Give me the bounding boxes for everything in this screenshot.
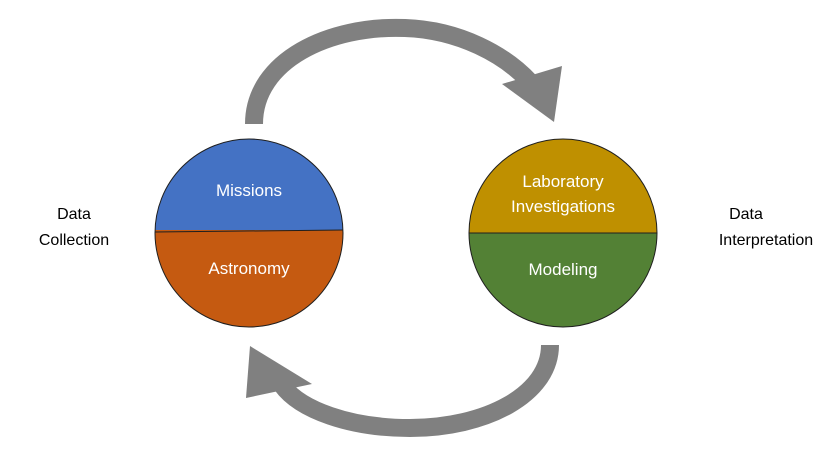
modeling-label: Modeling bbox=[529, 260, 598, 279]
data-interpretation-line1: Data bbox=[729, 206, 763, 223]
investigations-label: Investigations bbox=[511, 197, 615, 216]
bottom-arrow-head bbox=[246, 346, 312, 398]
bottom-cycle-arrow bbox=[246, 344, 559, 438]
bottom-arrow-shaft bbox=[274, 344, 559, 438]
left-circle-outline bbox=[154, 138, 344, 328]
right-circle-outline bbox=[468, 138, 658, 328]
data-collection-line2: Collection bbox=[39, 232, 109, 249]
left-circle: Missions Astronomy bbox=[154, 138, 344, 328]
missions-label: Missions bbox=[216, 181, 282, 200]
top-arrow-shaft bbox=[245, 18, 537, 125]
right-circle: Laboratory Investigations Modeling bbox=[468, 138, 658, 328]
data-interpretation-line2: Interpretation bbox=[719, 232, 813, 249]
top-arrow-head bbox=[502, 66, 562, 122]
top-cycle-arrow bbox=[245, 18, 562, 125]
data-collection-label: Data Collection bbox=[39, 206, 109, 249]
laboratory-label: Laboratory bbox=[522, 172, 604, 191]
left-circle-divider bbox=[154, 229, 344, 233]
data-collection-line1: Data bbox=[57, 206, 91, 223]
data-interpretation-label: Data Interpretation bbox=[719, 206, 813, 249]
astronomy-segment bbox=[155, 230, 343, 327]
astronomy-label: Astronomy bbox=[208, 259, 290, 278]
